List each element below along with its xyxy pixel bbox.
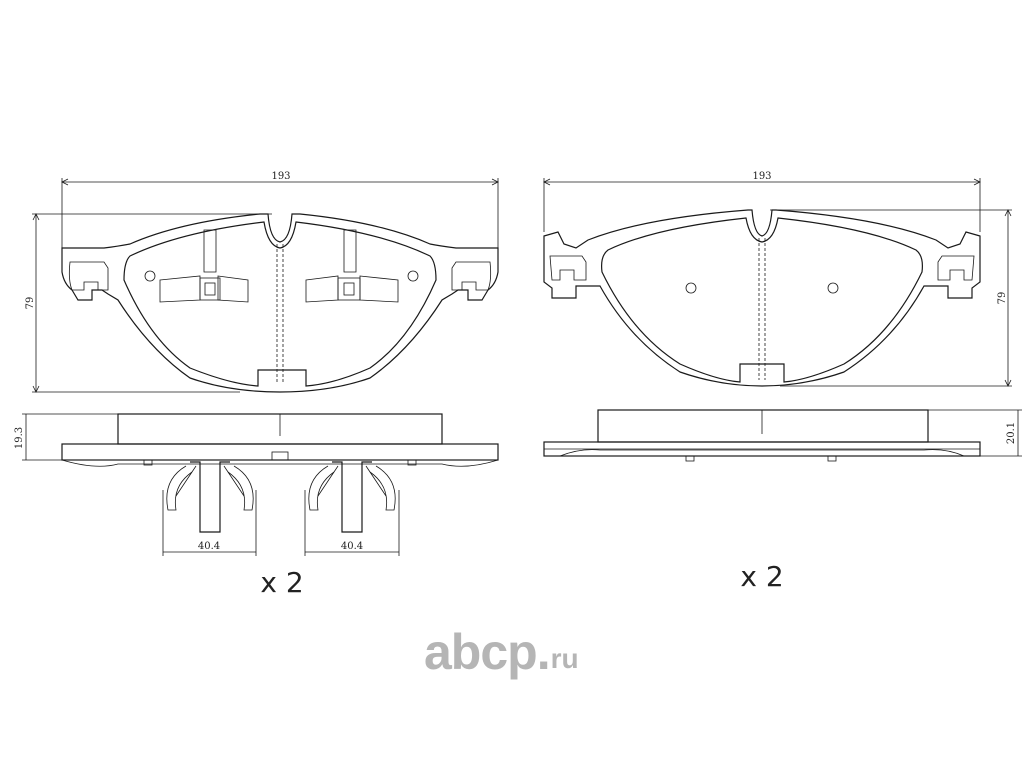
right-side-friction (597, 409, 929, 443)
right-friction-material (601, 217, 923, 383)
left-clip-right (305, 229, 399, 303)
left-height-dimension: 79 (25, 213, 272, 393)
right-ear-cutout-right (937, 255, 975, 281)
right-width-dimension: 193 (543, 171, 981, 232)
left-width-label: 193 (271, 171, 290, 182)
abcp-watermark-logo: abcp.ru (424, 622, 624, 682)
left-hole-right (407, 270, 419, 282)
left-pad-front-view: 193 79 (25, 171, 499, 393)
left-width-dimension: 193 (61, 171, 499, 248)
right-quantity-label: x 2 (740, 560, 783, 593)
right-thickness-label: 20.1 (1006, 422, 1017, 444)
left-quantity-label: x 2 (260, 566, 303, 599)
left-friction-material (123, 221, 437, 387)
watermark-main: abcp (424, 624, 538, 680)
right-height-label: 79 (997, 292, 1008, 305)
right-backing-plate (543, 209, 981, 387)
left-thickness-dimension: 19.3 (14, 413, 118, 461)
watermark-tld: ru (550, 643, 579, 674)
right-hole-right (827, 282, 839, 294)
right-pad-front-view: 193 79 (543, 171, 1012, 387)
right-ear-cutout-left (549, 255, 587, 281)
left-hole-left (144, 270, 156, 282)
left-clip-left (159, 229, 249, 303)
left-thickness-label: 19.3 (14, 427, 25, 449)
left-clip-dimension-right: 40.4 (304, 490, 400, 556)
watermark-dot: . (536, 624, 551, 680)
left-side-clip-left (166, 461, 254, 533)
right-clip-width-label: 40.4 (341, 541, 363, 552)
left-clip-dimension-left: 40.4 (162, 490, 257, 556)
left-ear-cutout-right (451, 261, 492, 291)
left-backing-plate (61, 213, 499, 393)
right-thickness-dimension: 20.1 (928, 409, 1022, 457)
right-pad-side-view: 20.1 x 2 (543, 409, 1022, 593)
right-width-label: 193 (752, 171, 771, 182)
right-hole-left (685, 282, 697, 294)
left-pad-side-view: 19.3 40.4 (14, 413, 499, 599)
left-ear-cutout-left (68, 261, 109, 291)
left-clip-width-label: 40.4 (198, 541, 220, 552)
left-height-label: 79 (25, 297, 36, 310)
left-side-clip-right (308, 461, 396, 533)
right-height-dimension: 79 (770, 209, 1012, 387)
